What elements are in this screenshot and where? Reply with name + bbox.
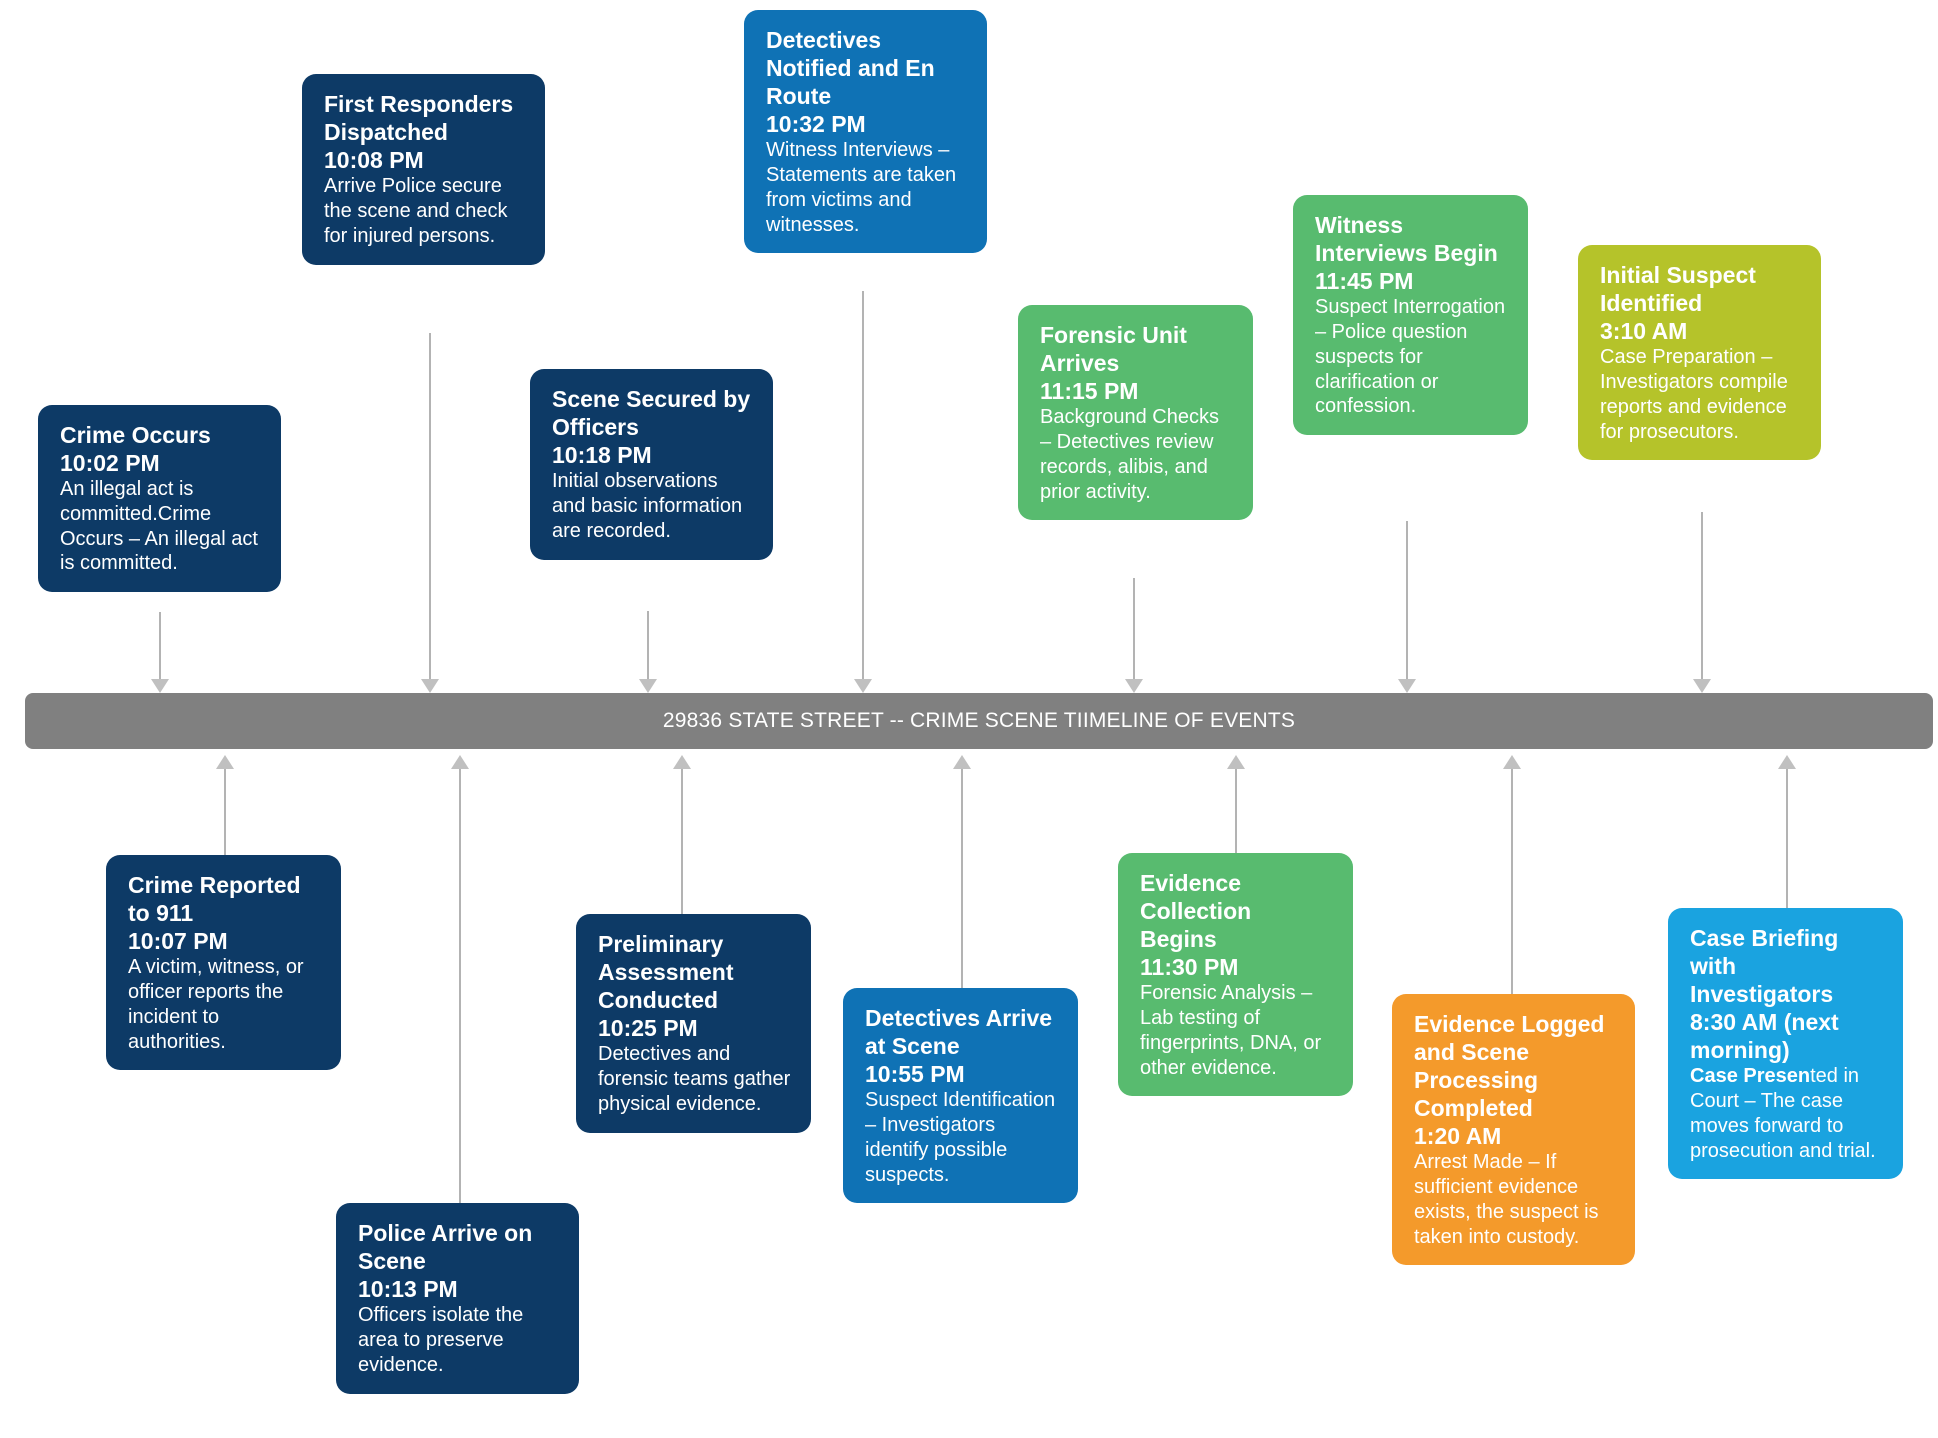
card-evidence-logged-scene-processing-completed[interactable]: Evidence Logged and Scene Processing Com… [1392, 994, 1635, 1266]
connector-police-arrive-on-scene [459, 767, 461, 1204]
card-time: 11:45 PM [1315, 268, 1414, 295]
card-description: Officers isolate the area to preserve ev… [358, 1304, 524, 1376]
arrow-down-witness-interviews-begin [1398, 679, 1416, 693]
card-preliminary-assessment-conducted[interactable]: Preliminary Assessment Conducted 10:25 P… [576, 914, 811, 1133]
connector-evidence-collection-begins [1235, 767, 1237, 859]
timeline-bar-label: 29836 STATE STREET -- CRIME SCENE TIIMEL… [662, 709, 1296, 732]
card-title: Preliminary Assessment Conducted [598, 931, 734, 1014]
arrow-down-initial-suspect-identified [1693, 679, 1711, 693]
card-first-responders-dispatched[interactable]: First Responders Dispatched 10:08 PM Arr… [302, 74, 545, 265]
card-initial-suspect-identified[interactable]: Initial Suspect Identified 3:10 AM Case … [1578, 245, 1821, 461]
card-evidence-collection-begins[interactable]: Evidence Collection Begins 11:30 PM Fore… [1118, 853, 1353, 1097]
card-title: Police Arrive on Scene [358, 1220, 533, 1275]
arrow-down-forensic-unit-arrives [1125, 679, 1143, 693]
card-description: Arrest Made – If sufficient evidence exi… [1414, 1151, 1599, 1248]
connector-scene-secured [647, 611, 649, 685]
card-title: Evidence Collection Begins [1140, 870, 1252, 953]
connector-forensic-unit-arrives [1133, 578, 1135, 685]
card-description: Detectives and forensic teams gather phy… [598, 1043, 791, 1115]
arrow-up-police-arrive-on-scene [451, 755, 469, 769]
card-crime-reported-to-911[interactable]: Crime Reported to 911 10:07 PM A victim,… [106, 855, 341, 1071]
card-time: 10:18 PM [552, 442, 652, 469]
card-title: Scene Secured by Officers [552, 386, 751, 441]
card-crime-occurs[interactable]: Crime Occurs 10:02 PM An illegal act is … [38, 405, 281, 593]
connector-preliminary-assessment [681, 767, 683, 922]
card-witness-interviews-begin[interactable]: Witness Interviews Begin 11:45 PM Suspec… [1293, 195, 1528, 436]
card-time: 10:13 PM [358, 1276, 458, 1303]
arrow-down-first-responders-dispatched [421, 679, 439, 693]
card-police-arrive-on-scene[interactable]: Police Arrive on Scene 10:13 PM Officers… [336, 1203, 579, 1394]
arrow-up-case-briefing [1778, 755, 1796, 769]
card-time: 10:25 PM [598, 1015, 698, 1042]
card-title: Forensic Unit Arrives [1040, 322, 1187, 377]
card-description: Forensic Analysis – Lab testing of finge… [1140, 982, 1322, 1079]
card-description: An illegal act is committed.Crime Occurs… [60, 478, 258, 575]
card-title: Initial Suspect Identified [1600, 262, 1756, 317]
arrow-up-preliminary-assessment [673, 755, 691, 769]
card-description: Suspect Identification – Investigators i… [865, 1089, 1056, 1186]
card-description-bold-lead: Case Presen [1690, 1065, 1811, 1088]
card-time: 10:55 PM [865, 1061, 965, 1088]
card-scene-secured-by-officers[interactable]: Scene Secured by Officers 10:18 PM Initi… [530, 369, 773, 560]
connector-initial-suspect-identified [1701, 512, 1703, 685]
card-time: 10:02 PM [60, 450, 160, 477]
card-description: Initial observations and basic informati… [552, 470, 743, 542]
card-description: Witness Interviews – Statements are take… [766, 139, 957, 236]
card-forensic-unit-arrives[interactable]: Forensic Unit Arrives 11:15 PM Backgroun… [1018, 305, 1253, 521]
arrow-up-evidence-collection-begins [1227, 755, 1245, 769]
connector-case-briefing [1786, 767, 1788, 917]
card-time: 10:32 PM [766, 111, 866, 138]
card-description-rest: ted in Court – The case moves forward to… [1690, 1065, 1876, 1162]
card-description: Arrive Police secure the scene and check… [324, 175, 508, 247]
card-detectives-notified-en-route[interactable]: Detectives Notified and En Route 10:32 P… [744, 10, 987, 254]
card-time: 3:10 AM [1600, 318, 1688, 345]
arrow-up-evidence-logged [1503, 755, 1521, 769]
arrow-down-crime-occurs [151, 679, 169, 693]
card-time: 1:20 AM [1414, 1123, 1502, 1150]
connector-detectives-notified [862, 291, 864, 685]
card-title: Witness Interviews Begin [1315, 212, 1498, 267]
card-time: 10:08 PM [324, 147, 424, 174]
card-title: Detectives Arrive at Scene [865, 1005, 1053, 1060]
arrow-up-detectives-arrive-at-scene [953, 755, 971, 769]
arrow-down-detectives-notified [854, 679, 872, 693]
connector-evidence-logged [1511, 767, 1513, 1002]
card-description: Background Checks – Detectives review re… [1040, 406, 1219, 503]
connector-detectives-arrive-at-scene [961, 767, 963, 993]
card-title: Crime Reported to 911 [128, 872, 301, 927]
card-time: 11:15 PM [1040, 378, 1139, 405]
card-time: 8:30 AM (next morning) [1690, 1009, 1839, 1064]
card-time: 10:07 PM [128, 928, 228, 955]
card-time: 11:30 PM [1140, 954, 1239, 981]
connector-crime-reported-911 [224, 767, 226, 862]
arrow-up-crime-reported-911 [216, 755, 234, 769]
card-title: Evidence Logged and Scene Processing Com… [1414, 1011, 1605, 1122]
card-title: Case Briefing with Investigators [1690, 925, 1839, 1008]
card-title: First Responders Dispatched [324, 91, 514, 146]
connector-first-responders-dispatched [429, 333, 431, 685]
card-description: Suspect Interrogation – Police question … [1315, 296, 1506, 418]
card-case-briefing-with-investigators[interactable]: Case Briefing with Investigators 8:30 AM… [1668, 908, 1903, 1180]
card-description: Case Presented in Court – The case moves… [1690, 1064, 1883, 1163]
card-title: Crime Occurs [60, 422, 211, 448]
timeline-bar: 29836 STATE STREET -- CRIME SCENE TIIMEL… [25, 693, 1933, 749]
card-description: A victim, witness, or officer reports th… [128, 956, 304, 1053]
card-description: Case Preparation – Investigators compile… [1600, 346, 1788, 443]
arrow-down-scene-secured [639, 679, 657, 693]
connector-witness-interviews-begin [1406, 521, 1408, 685]
card-detectives-arrive-at-scene[interactable]: Detectives Arrive at Scene 10:55 PM Susp… [843, 988, 1078, 1204]
card-title: Detectives Notified and En Route [766, 27, 935, 110]
connector-crime-occurs [159, 612, 161, 685]
